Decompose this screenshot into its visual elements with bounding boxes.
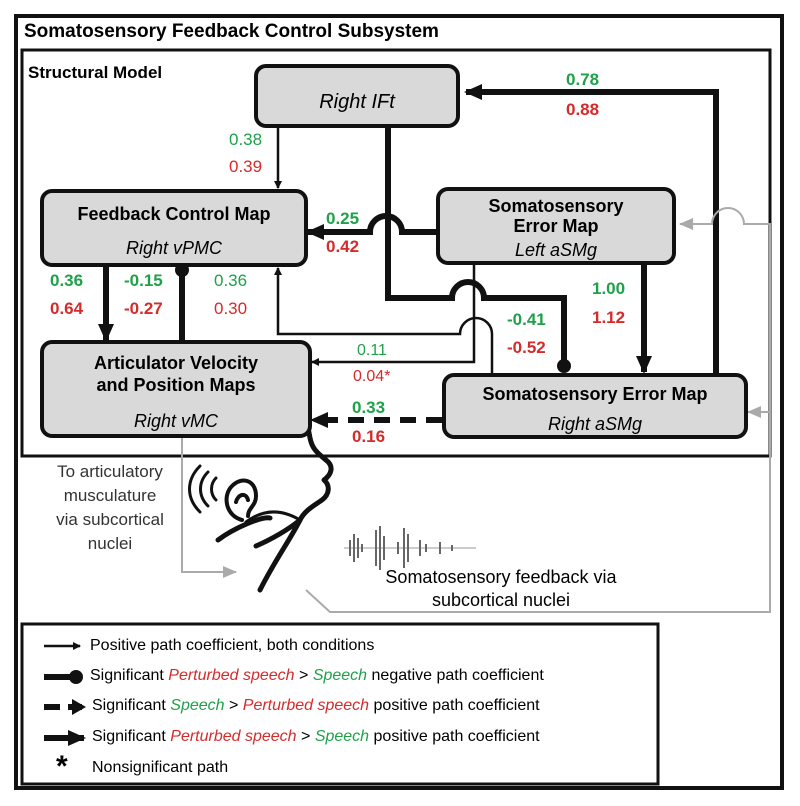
gray-feedback-to-lasmg bbox=[305, 207, 771, 613]
coef-avp-fcm-speech: -0.15 bbox=[124, 271, 163, 290]
coef-avp-fcm-perturbed: -0.27 bbox=[124, 299, 163, 318]
coef-ift-rasmg-speech: -0.41 bbox=[507, 310, 546, 329]
feedback-line-2: subcortical nuclei bbox=[431, 590, 571, 610]
coef-rasmg-avp-perturbed: 0.16 bbox=[352, 427, 386, 446]
waveform-icon bbox=[344, 526, 476, 570]
coef-ift-fcm-perturbed: 0.39 bbox=[229, 157, 263, 176]
coef-rasmg-fcm-perturbed: 0.30 bbox=[214, 299, 248, 318]
legend-row-4-post: positive path coefficient bbox=[369, 728, 540, 745]
legend-row-5-text: Nonsignificant path bbox=[92, 759, 229, 776]
to-muscles-line-1: To articulatory bbox=[57, 462, 163, 481]
node-right-asmg: Somatosensory Error Map Right aSMg bbox=[442, 373, 748, 439]
node-left-asmg-region: Left aSMg bbox=[514, 240, 598, 260]
structural-model-label: Structural Model bbox=[28, 63, 163, 82]
path-ift-to-rasmg-end bbox=[557, 359, 571, 373]
sound-waves-icon bbox=[188, 464, 218, 514]
coef-ift-rasmg-perturbed: -0.52 bbox=[507, 338, 546, 357]
node-feedback-control-map: Feedback Control Map Right vPMC bbox=[40, 189, 308, 267]
node-articulator-maps: Articulator Velocity and Position Maps R… bbox=[40, 340, 312, 438]
legend-row-4-perturbed: Perturbed speech bbox=[170, 728, 297, 745]
coef-lasmg-fcm-speech: 0.25 bbox=[326, 209, 360, 228]
coef-rasmg-fcm-speech: 0.36 bbox=[214, 271, 248, 290]
legend-row-4-mid: > bbox=[296, 728, 315, 745]
head-silhouette bbox=[215, 387, 334, 593]
path-lasmg-to-avp bbox=[311, 264, 476, 366]
coef-ift-fcm-speech: 0.38 bbox=[229, 130, 263, 149]
coef-lasmg-rasmg-perturbed: 1.12 bbox=[592, 308, 626, 327]
legend-row-3-pre: Significant bbox=[92, 697, 171, 714]
feedback-line-1: Somatosensory feedback via bbox=[385, 567, 617, 587]
legend-row-4-pre: Significant bbox=[92, 728, 171, 745]
node-right-ift: Right IFt bbox=[254, 64, 460, 128]
ear-icon bbox=[224, 478, 259, 522]
path-ift-to-rasmg bbox=[385, 126, 567, 364]
legend-row-2-perturbed: Perturbed speech bbox=[168, 667, 295, 684]
coef-lasmg-rasmg-speech: 1.00 bbox=[592, 279, 626, 298]
outer-frame bbox=[14, 14, 784, 790]
node-articulator-maps-region: Right vMC bbox=[133, 411, 218, 431]
coef-lasmg-avp-perturbed: 0.04* bbox=[353, 368, 391, 385]
coef-lasmg-fcm-perturbed: 0.42 bbox=[326, 237, 360, 256]
legend-row-2-mid: > bbox=[294, 667, 313, 684]
legend-row-3-speech: Speech bbox=[170, 697, 225, 714]
coef-fcm-avp-speech: 0.36 bbox=[50, 271, 84, 290]
coef-rasmg-ift-speech: 0.78 bbox=[566, 70, 600, 89]
to-muscles-line-3: via subcortical bbox=[56, 510, 164, 529]
coef-fcm-avp-perturbed: 0.64 bbox=[50, 299, 84, 318]
legend-frame bbox=[20, 622, 660, 786]
legend-row-3-perturbed: Perturbed speech bbox=[242, 697, 370, 714]
gray-output-to-muscles bbox=[181, 437, 237, 578]
legend-row-2-pre: Significant bbox=[90, 667, 169, 684]
node-right-asmg-region: Right aSMg bbox=[547, 414, 643, 434]
legend-row-3-post: positive path coefficient bbox=[369, 697, 540, 714]
page-title: Somatosensory Feedback Control Subsystem bbox=[24, 21, 439, 42]
legend-row-4-speech: Speech bbox=[314, 728, 370, 745]
legend-asterisk-icon: * bbox=[56, 750, 68, 783]
node-right-asmg-name: Somatosensory Error Map bbox=[482, 384, 708, 404]
node-left-asmg-name-1: Somatosensory bbox=[488, 196, 624, 216]
path-rasmg-to-ift bbox=[464, 84, 719, 375]
node-right-ift-region: Right IFt bbox=[319, 91, 395, 113]
legend-row-2: Significant Perturbed speech > Speech ne… bbox=[90, 668, 544, 684]
node-articulator-maps-name-2: and Position Maps bbox=[96, 375, 256, 395]
node-articulator-maps-name-1: Articulator Velocity bbox=[93, 353, 259, 373]
coef-rasmg-ift-perturbed: 0.88 bbox=[566, 100, 600, 119]
coef-rasmg-avp-speech: 0.33 bbox=[352, 398, 386, 417]
legend-row-1: Positive path coefficient, both conditio… bbox=[90, 638, 374, 654]
node-left-asmg-name-2: Error Map bbox=[513, 216, 599, 236]
legend-row-3: Significant Speech > Perturbed speech po… bbox=[92, 698, 540, 714]
legend-row-3-mid: > bbox=[224, 697, 243, 714]
node-feedback-control-map-region: Right vPMC bbox=[125, 238, 223, 258]
legend-row-2-speech: Speech bbox=[312, 667, 368, 684]
legend-row-2-post: negative path coefficient bbox=[367, 667, 544, 684]
node-feedback-control-map-name: Feedback Control Map bbox=[77, 204, 271, 224]
to-muscles-line-2: musculature bbox=[63, 486, 157, 505]
node-left-asmg: Somatosensory Error Map Left aSMg bbox=[436, 187, 676, 265]
to-muscles-line-4: nuclei bbox=[87, 534, 133, 553]
legend-row-1-text: Positive path coefficient, both conditio… bbox=[90, 637, 375, 654]
coef-lasmg-avp-speech: 0.11 bbox=[357, 342, 387, 359]
legend-row-4: Significant Perturbed speech > Speech po… bbox=[92, 729, 540, 745]
